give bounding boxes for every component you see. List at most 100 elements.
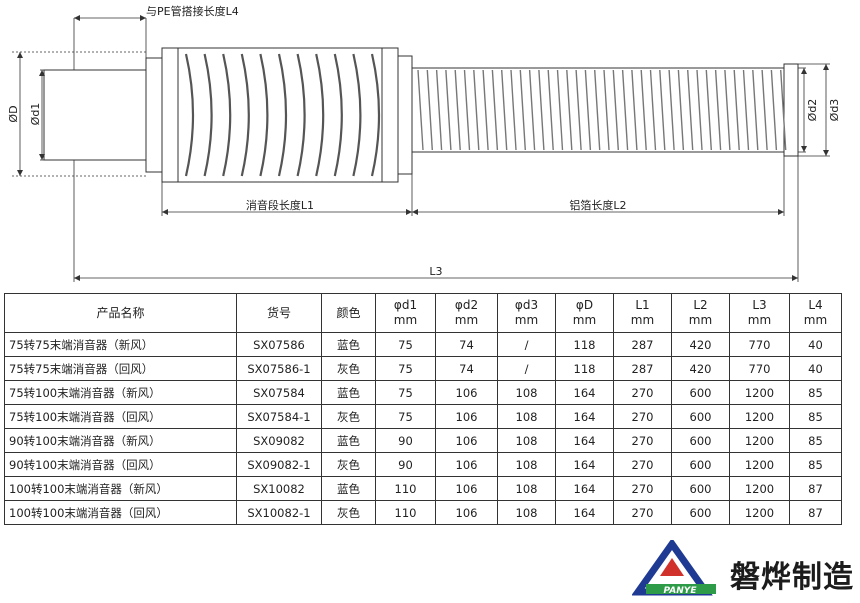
column-header-title: L3 bbox=[752, 298, 767, 312]
foil-hose bbox=[411, 67, 785, 153]
table-cell: 108 bbox=[497, 428, 556, 453]
hose-rib bbox=[677, 69, 685, 151]
table-cell: 90 bbox=[375, 428, 436, 453]
table-cell: 蓝色 bbox=[321, 332, 376, 357]
label-d-outer: ØD bbox=[7, 105, 20, 122]
table-cell: 164 bbox=[555, 380, 614, 405]
end-cap bbox=[783, 63, 799, 157]
column-header: 货号 bbox=[236, 293, 322, 333]
hose-rib bbox=[547, 69, 554, 151]
table-cell: 1200 bbox=[729, 428, 790, 453]
column-header-title: 产品名称 bbox=[96, 305, 145, 320]
coil-turn bbox=[370, 53, 381, 177]
hose-rib bbox=[510, 69, 517, 151]
label-l1: 消音段长度L1 bbox=[246, 198, 314, 212]
hose-rib bbox=[770, 69, 778, 151]
table-cell: 灰色 bbox=[321, 356, 376, 381]
hose-rib bbox=[631, 69, 638, 151]
muffler-body bbox=[161, 47, 399, 183]
hose-rib bbox=[528, 69, 536, 151]
table-cell: SX07584-1 bbox=[236, 404, 322, 429]
table-cell: 87 bbox=[789, 476, 842, 501]
hose-rib bbox=[612, 69, 619, 151]
coil-turn bbox=[296, 53, 306, 177]
coil-turn bbox=[333, 53, 343, 177]
table-cell: 420 bbox=[671, 356, 730, 381]
table-cell: 1200 bbox=[729, 404, 790, 429]
table-cell: 106 bbox=[435, 452, 498, 477]
table-cell: 1200 bbox=[729, 500, 790, 525]
label-l4: 与PE管搭接长度L4 bbox=[146, 4, 239, 18]
table-cell: 40 bbox=[789, 356, 842, 381]
label-d2: Ød2 bbox=[806, 99, 819, 122]
table-cell: 75 bbox=[375, 404, 436, 429]
table-cell: 灰色 bbox=[321, 404, 376, 429]
spring-coil bbox=[184, 53, 381, 177]
table-cell: 90转100末端消音器（新风） bbox=[4, 428, 237, 453]
hose-rib bbox=[584, 69, 592, 151]
hose-rib bbox=[556, 69, 564, 151]
table-cell: 75转75末端消音器（新风） bbox=[4, 332, 237, 357]
coil-turn bbox=[184, 53, 195, 177]
hose-rib bbox=[473, 69, 480, 151]
hose-rib bbox=[649, 69, 657, 151]
hose-rib bbox=[640, 69, 647, 151]
hose-rib bbox=[594, 69, 601, 151]
hose-rib bbox=[417, 69, 424, 151]
table-cell: 600 bbox=[671, 500, 730, 525]
table-cell: 106 bbox=[435, 476, 498, 501]
column-header-unit: mm bbox=[747, 313, 772, 327]
table-cell: 164 bbox=[555, 452, 614, 477]
table-cell: 75转75末端消音器（回风） bbox=[4, 356, 237, 381]
table-cell: 85 bbox=[789, 428, 842, 453]
table-cell: 600 bbox=[671, 428, 730, 453]
hose-rib bbox=[780, 69, 787, 151]
table-cell: 87 bbox=[789, 500, 842, 525]
table-cell: 100转100末端消音器（新风） bbox=[4, 476, 237, 501]
table-cell: 106 bbox=[435, 500, 498, 525]
table-cell: 108 bbox=[497, 500, 556, 525]
column-header-unit: mm bbox=[393, 313, 418, 327]
table-cell: 110 bbox=[375, 500, 436, 525]
table-cell: 270 bbox=[613, 404, 672, 429]
table-cell: 108 bbox=[497, 476, 556, 501]
hose-rib bbox=[752, 69, 759, 151]
table-cell: 118 bbox=[555, 332, 614, 357]
table-cell: 600 bbox=[671, 452, 730, 477]
column-header-unit: mm bbox=[688, 313, 713, 327]
column-header-unit: mm bbox=[514, 313, 539, 327]
table-cell: / bbox=[497, 356, 556, 381]
label-d1: Ød1 bbox=[29, 103, 42, 126]
table-cell: / bbox=[497, 332, 556, 357]
hose-rib bbox=[742, 69, 750, 151]
column-header-unit: mm bbox=[803, 313, 828, 327]
hose-rib bbox=[426, 69, 433, 151]
table-cell: 蓝色 bbox=[321, 380, 376, 405]
table-cell: 164 bbox=[555, 428, 614, 453]
hose-rib bbox=[705, 69, 712, 151]
table-cell: 106 bbox=[435, 428, 498, 453]
table-cell: 75 bbox=[375, 380, 436, 405]
hose-rib bbox=[659, 69, 666, 151]
table-cell: 770 bbox=[729, 332, 790, 357]
coil-turn bbox=[222, 53, 232, 177]
table-cell: SX09082 bbox=[236, 428, 322, 453]
table-cell: 75 bbox=[375, 356, 436, 381]
column-header: 产品名称 bbox=[4, 293, 237, 333]
table-cell: 灰色 bbox=[321, 452, 376, 477]
table-cell: 蓝色 bbox=[321, 428, 376, 453]
label-l2: 铝箔长度L2 bbox=[569, 198, 626, 212]
table-cell: 164 bbox=[555, 476, 614, 501]
table-cell: 75转100末端消音器（回风） bbox=[4, 404, 237, 429]
coil-turn bbox=[259, 53, 269, 177]
table-cell: 75转100末端消音器（新风） bbox=[4, 380, 237, 405]
table-cell: 600 bbox=[671, 476, 730, 501]
